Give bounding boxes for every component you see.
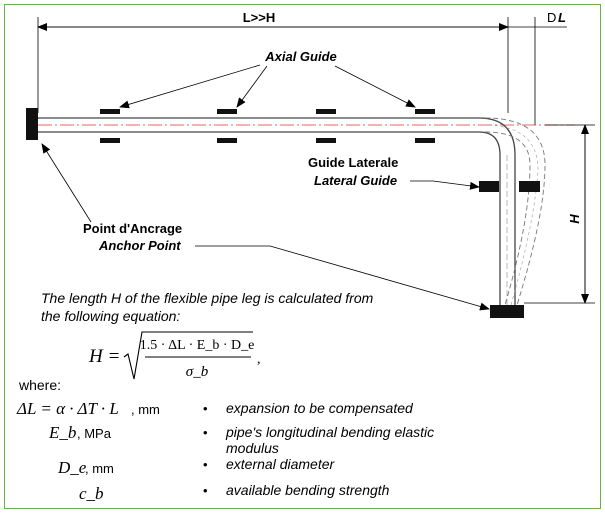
- deflected-pipe: [482, 117, 546, 306]
- formula-numerator: 1.5 · ΔL · E_b · D_e: [140, 338, 255, 353]
- def-4-symbol: c_b: [79, 484, 104, 503]
- def-1-description: expansion to be compensated: [226, 400, 414, 416]
- anchor-block: [26, 108, 38, 140]
- height-dimension: H: [524, 124, 595, 304]
- definition-4: c_b • available bending strength: [79, 482, 390, 503]
- where-label: where:: [18, 377, 61, 393]
- length-dimension: L>>H: [37, 10, 509, 113]
- def-4-bullet: •: [203, 483, 208, 498]
- lateral-guide-label: Lateral Guide: [314, 173, 397, 188]
- anchor-point-label: Anchor Point: [98, 238, 181, 253]
- definition-2: E_b , MPa • pipe's longitudinal bending …: [48, 423, 434, 456]
- axial-guide-leaders: [119, 64, 416, 109]
- axial-guide-label: Axial Guide: [264, 49, 337, 64]
- def-2-unit: , MPa: [77, 426, 112, 441]
- delta-label-var: L: [558, 10, 566, 25]
- intro-line-2: the following equation:: [41, 308, 180, 324]
- sqrt-sign: [123, 331, 253, 380]
- anchor-leader: [41, 143, 92, 223]
- point-ancrage-label: Point d'Ancrage: [83, 221, 182, 236]
- lateral-guide-leader: [410, 180, 480, 190]
- def-2-bullet: •: [203, 425, 208, 440]
- def-2-symbol: E_b: [48, 423, 76, 442]
- def-3-symbol: D_e: [57, 458, 87, 477]
- def-1-unit: , mm: [131, 402, 160, 417]
- delta-label-prefix: D: [547, 10, 556, 25]
- def-3-bullet: •: [203, 457, 208, 472]
- formula-trailing: ,: [257, 352, 261, 367]
- def-1-bullet: •: [203, 401, 208, 416]
- formula: H = 1.5 · ΔL · E_b · D_e σ_b ,: [88, 331, 261, 380]
- def-2-description-cont: modulus: [226, 440, 279, 456]
- delta-l-dimension: D L: [508, 10, 567, 125]
- anchor-point-leader: [195, 245, 490, 311]
- length-label: L>>H: [243, 10, 276, 25]
- definition-3: D_e , mm • external diameter: [57, 456, 336, 477]
- diagram-frame: L>>H D L: [4, 4, 601, 509]
- def-2-description: pipe's longitudinal bending elastic: [225, 424, 434, 440]
- formula-lhs: H =: [88, 346, 120, 367]
- formula-denominator: σ_b: [186, 364, 209, 380]
- def-4-description: available bending strength: [226, 482, 390, 498]
- bottom-anchor-block: [490, 305, 524, 318]
- vertical-pipe: [478, 117, 516, 310]
- def-3-description: external diameter: [226, 456, 336, 472]
- guide-laterale-label: Guide Laterale: [308, 155, 398, 170]
- def-3-unit: , mm: [85, 461, 114, 476]
- height-label: H: [567, 214, 582, 224]
- intro-line-1: The length H of the flexible pipe leg is…: [41, 290, 374, 306]
- def-1-symbol: ΔL = α · ΔT · L: [16, 399, 119, 418]
- definition-1: ΔL = α · ΔT · L , mm • expansion to be c…: [16, 399, 414, 418]
- axial-guides: [100, 109, 435, 143]
- lateral-guide: [479, 181, 540, 192]
- pipe-leg-diagram: L>>H D L: [16, 10, 595, 503]
